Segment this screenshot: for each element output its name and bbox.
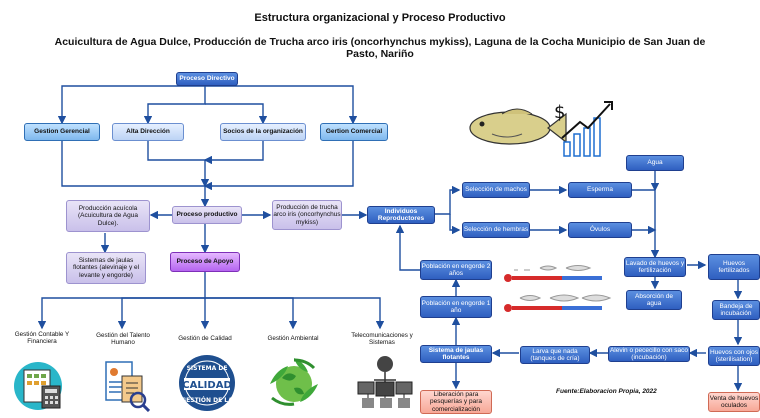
node-absorcion-agua: Absorción de agua [626,290,682,310]
node-seleccion-hembras: Selección de hembras [462,222,530,238]
node-poblacion-1: Población en engorde 1 año [420,296,492,318]
node-individuos-reproductores: Individuos Reproductores [367,206,435,224]
node-liberacion: Liberación para pesquerías y para comerc… [420,390,492,414]
telecom-icon [357,356,413,408]
svg-text:CALIDAD: CALIDAD [182,380,232,391]
node-produccion-acuicola: Producción acuícola (Acuicultura de Agua… [66,200,150,232]
node-esperma: Esperma [568,182,632,198]
node-poblacion-2: Población en engorde 2 años [420,260,492,280]
node-bandeja-incubacion: Bandeja de incubación [712,300,760,320]
node-huevos-fertilizados: Huevos fertilizados [708,254,760,280]
node-gestion-ambiental: Gestión Ambiental [267,335,319,343]
node-telecom: Telecomunicaciones y Sistemas [351,331,413,347]
svg-text:$: $ [554,102,565,123]
node-gestion-comercial: Gertion Comercial [320,123,388,141]
node-proceso-apoyo: Proceso de Apoyo [170,252,240,272]
node-venta-huevos: Venta de huevos oculados [708,392,760,412]
node-agua: Agua [626,155,684,171]
fish-growth-icon: $ [469,101,613,157]
node-huevos-con-ojos: Huevos con ojos (sterilisation) [708,346,760,366]
svg-text:SISTEMA DE: SISTEMA DE [187,365,228,372]
diagram-subtitle: Acuicultura de Agua Dulce, Producción de… [54,36,706,60]
node-proceso-productivo: Proceso productivo [172,206,242,224]
node-gestion-calidad: Gestión de Calidad [178,335,232,343]
node-lavado-huevos: Lavado de huevos y fertilización [624,257,686,277]
svg-text:GESTIÓN DE LA: GESTIÓN DE LA [181,397,233,404]
node-alta-direccion: Alta Dirección [112,123,184,141]
quality-seal-icon: CALIDAD SISTEMA DE GESTIÓN DE LA [179,355,235,411]
diagram-title: Estructura organizacional y Proceso Prod… [254,12,506,24]
node-sistemas-jaulas-note: Sistemas de jaulas flotantes (alevinaje … [66,252,146,284]
node-larva: Larva que nada (tanques de cría) [520,346,590,364]
node-gestion-gerencial: Gestion Gerencial [24,123,100,141]
source-note: Fuente:Elaboracion Propia, 2022 [556,388,657,395]
node-sistema-jaulas: Sistema de jaulas flotantes [420,345,492,363]
node-socios: Socios de la organización [220,123,306,141]
node-alevin: Alevin o pececillo con saco (incubación) [608,346,690,362]
node-seleccion-machos: Selección de machos [462,182,530,198]
node-proceso-directivo: Proceso Directivo [176,72,238,86]
node-gestion-talento: Gestión del Talento Humano [96,331,150,347]
node-gestion-contable: Gestión Contable Y Financiera [14,330,70,346]
node-produccion-trucha: Producción de trucha arco iris (oncorhyn… [272,200,342,230]
fish-size-scale-icon [504,265,612,312]
node-ovulos: Óvulos [568,222,632,238]
environment-icon [270,358,318,406]
finance-icon [14,362,62,410]
hr-icon [105,361,150,412]
